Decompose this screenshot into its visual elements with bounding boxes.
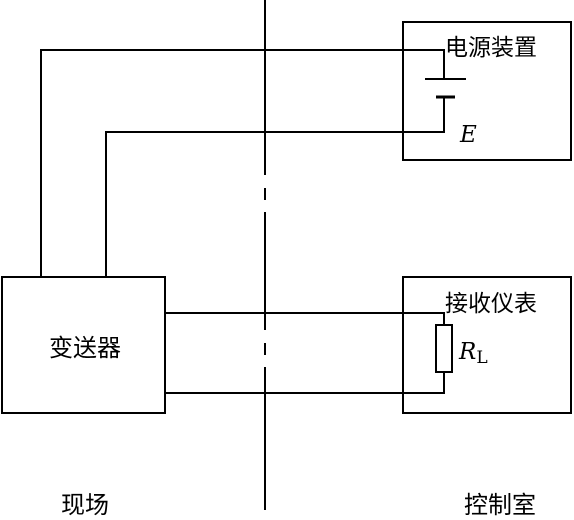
wire-signal-top — [165, 312, 445, 325]
field-area-label: 现场 — [61, 491, 109, 519]
power-supply-box — [402, 21, 572, 161]
emf-symbol: E — [459, 122, 477, 148]
load-resistor — [435, 324, 453, 373]
control-room-label: 控制室 — [464, 491, 536, 519]
wire-supply-positive — [40, 49, 445, 277]
transmitter-box — [1, 276, 166, 414]
receiver-box — [402, 276, 572, 414]
power-supply-label: 电源装置 — [445, 35, 537, 61]
resistor-symbol: RL — [458, 339, 488, 368]
receiver-label: 接收仪表 — [445, 291, 537, 317]
wire-signal-bottom — [165, 372, 445, 394]
transmitter-label: 变送器 — [49, 334, 121, 362]
wiring — [40, 49, 445, 394]
battery-symbol — [425, 78, 466, 99]
wire-supply-negative — [105, 97, 445, 277]
